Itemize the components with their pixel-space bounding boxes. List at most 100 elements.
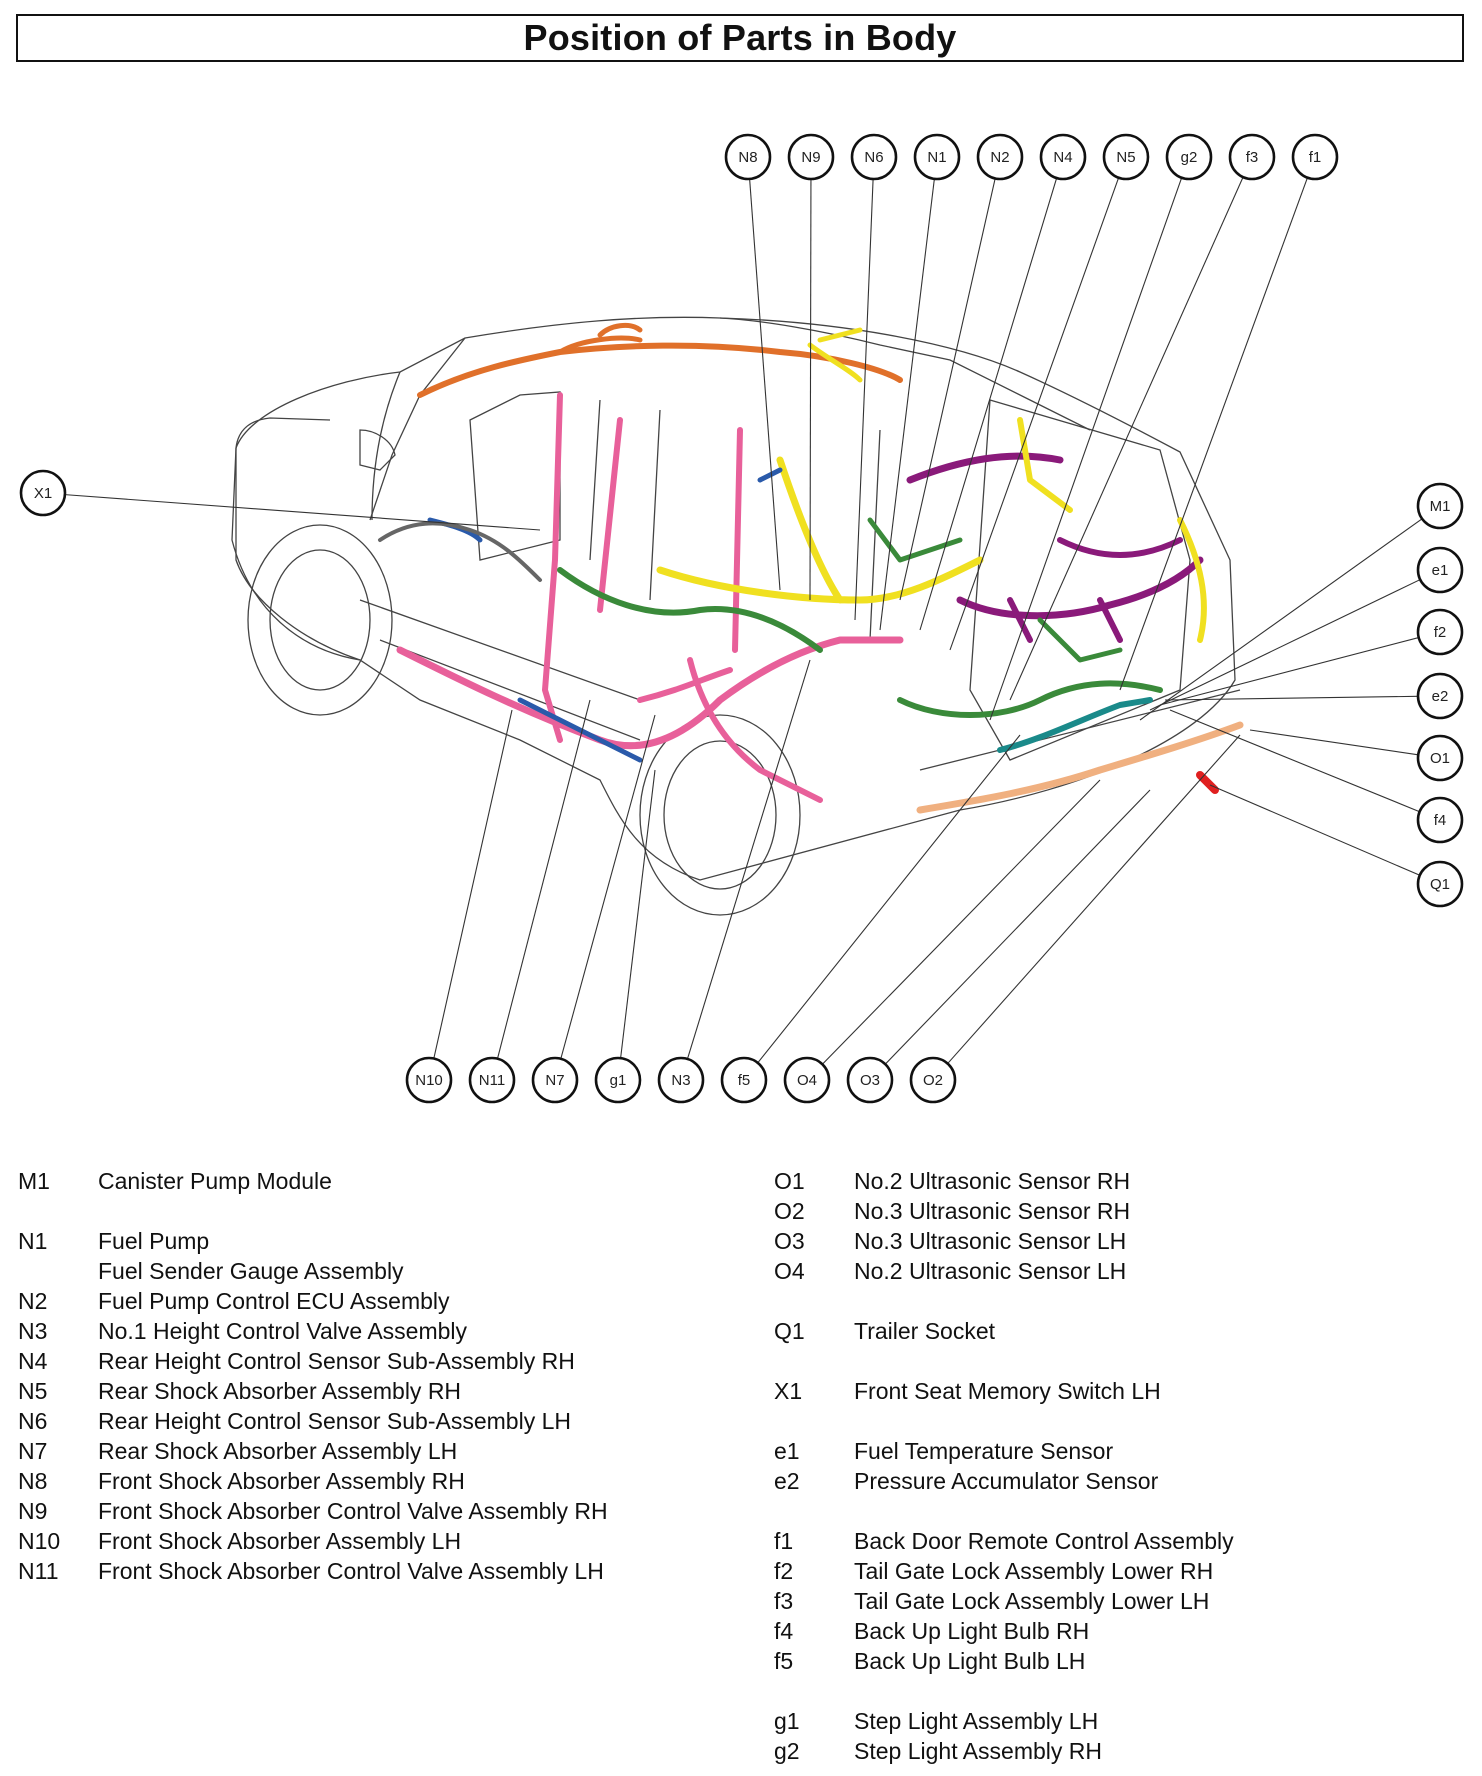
legend-part-name: Rear Height Control Sensor Sub-Assembly … [98,1348,575,1374]
legend-part-name: Back Door Remote Control Assembly [854,1528,1234,1554]
yellow-harness-center [656,456,984,604]
legend-part-name: Front Shock Absorber Control Valve Assem… [98,1498,608,1524]
page-title: Position of Parts in Body [523,17,957,58]
callout-N9: N9 [787,133,835,181]
legend-code: X1 [774,1378,803,1404]
callout-circle-N10 [405,1056,453,1104]
legend-code: N7 [18,1438,48,1464]
callout-circle-O1 [1416,734,1464,782]
legend-part-name: Step Light Assembly RH [854,1738,1103,1764]
callout-label-f2: f2 [1434,624,1447,641]
legend-gap [774,1346,1464,1376]
legend-code: N1 [18,1228,48,1254]
legend-part-name: Rear Shock Absorber Assembly RH [98,1378,462,1404]
legend-gap [18,1196,698,1226]
callout-label-N2: N2 [990,149,1009,166]
legend-part-name: Back Up Light Bulb LH [854,1648,1086,1674]
callout-g1: g1 [594,1056,642,1104]
callout-Q1: Q1 [1416,860,1464,908]
callout-label-Q1: Q1 [1430,876,1450,893]
leader-N9 [809,178,812,601]
callout-e2: e2 [1416,672,1464,720]
floor-harness-pink [396,636,904,750]
callout-circle-N3 [657,1056,705,1104]
legend-part-name: Tail Gate Lock Assembly Lower LH [854,1588,1210,1614]
floor-harness-pink-2 [637,657,823,803]
legend-part-name: Fuel Sender Gauge Assembly [98,1258,404,1284]
callout-label-N8: N8 [738,149,757,166]
callout-circle-N7 [531,1056,579,1104]
callout-circle-X1 [19,469,67,517]
leader-f2 [1159,637,1419,706]
leader-N11 [496,699,591,1059]
callout-circle-f1 [1291,133,1339,181]
callout-f3: f3 [1228,133,1276,181]
leader-N6 [854,178,874,621]
callout-circle-N9 [787,133,835,181]
callout-circle-M1 [1416,482,1464,530]
green-harness [557,567,1163,718]
legend-code: O2 [774,1198,805,1224]
callout-circle-O2 [909,1056,957,1104]
leader-g2 [989,177,1183,721]
leader-f5 [757,734,1021,1064]
callout-N5: N5 [1102,133,1150,181]
callout-X1: X1 [19,469,67,517]
legend-code: N3 [18,1318,48,1344]
callout-circle-N5 [1102,133,1150,181]
pillar-harness-pink [542,392,743,743]
legend-code: N2 [18,1288,48,1314]
blue-harness [427,467,783,763]
roof-harness-yellow [807,327,863,383]
callout-circle-N1 [913,133,961,181]
legend-gap [774,1676,1464,1706]
callout-label-N5: N5 [1116,149,1135,166]
callout-label-N4: N4 [1053,149,1072,166]
legend-code: g1 [774,1708,800,1734]
callout-circle-e1 [1416,546,1464,594]
leader-O1 [1249,729,1419,756]
callout-label-N9: N9 [801,149,820,166]
leader-X1 [64,494,541,531]
callout-circle-g1 [594,1056,642,1104]
legend-code: N8 [18,1468,48,1494]
callout-N1: N1 [913,133,961,181]
callout-O2: O2 [909,1056,957,1104]
legend-part-name: Fuel Pump [98,1228,210,1254]
leader-N7 [560,714,656,1059]
callout-f1: f1 [1291,133,1339,181]
leader-Q1 [1209,784,1421,876]
callout-circle-Q1 [1416,860,1464,908]
legend-gap [774,1496,1464,1526]
callout-O3: O3 [846,1056,894,1104]
callout-O1: O1 [1416,734,1464,782]
legend-code: N10 [18,1528,61,1554]
legend-part-name: Front Shock Absorber Assembly LH [98,1528,462,1554]
callout-f2: f2 [1416,608,1464,656]
callout-circle-f5 [720,1056,768,1104]
legend-part-name: No.3 Ultrasonic Sensor RH [854,1198,1131,1224]
callout-label-N3: N3 [671,1072,690,1089]
legend-code: N11 [18,1558,59,1584]
legend-code: M1 [18,1168,50,1194]
callout-label-N11: N11 [479,1072,505,1089]
legend-gap [774,1286,1464,1316]
callout-label-f4: f4 [1434,812,1447,829]
callout-N11: N11 [468,1056,516,1104]
leader-N4 [919,177,1058,631]
callout-N2: N2 [976,133,1024,181]
leader-N2 [899,178,996,601]
